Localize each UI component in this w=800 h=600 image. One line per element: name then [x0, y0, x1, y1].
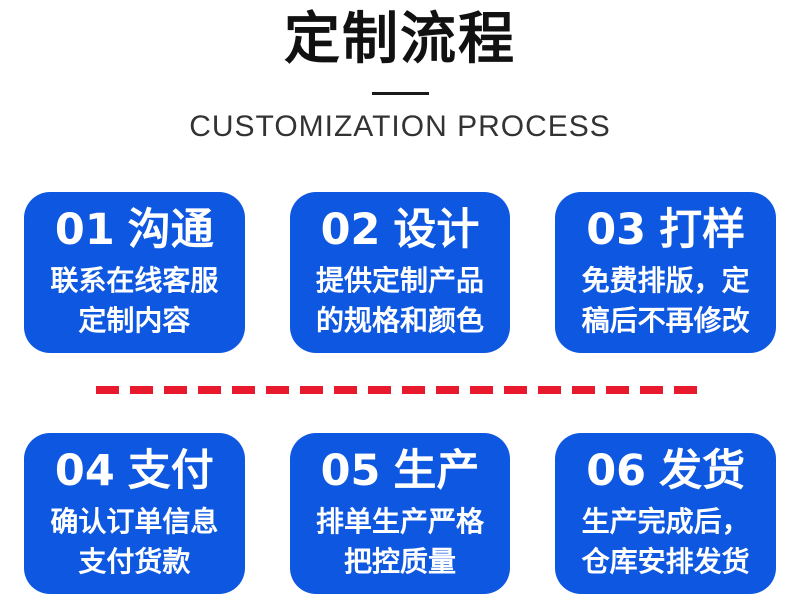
step-description-line: 排单生产严格 — [316, 505, 485, 538]
step-name: 支付 — [127, 446, 214, 496]
step-description-line: 联系在线客服 — [50, 264, 219, 297]
step-number: 02 — [320, 205, 381, 255]
step-heading: 03 打样 — [586, 204, 745, 256]
step-heading: 05 生产 — [321, 445, 480, 497]
step-name: 生产 — [393, 446, 480, 496]
step-card-03-proofing: 03 打样 免费排版，定 稿后不再修改 — [555, 192, 777, 353]
step-description-line: 定制内容 — [78, 304, 191, 337]
step-card-01-communication: 01 沟通 联系在线客服 定制内容 — [24, 192, 245, 353]
step-number: 01 — [54, 205, 115, 255]
step-description-line: 支付货款 — [78, 545, 191, 578]
title-divider — [371, 92, 429, 95]
step-description-line: 生产完成后， — [581, 505, 750, 538]
step-description-line: 稿后不再修改 — [581, 304, 750, 337]
step-card-02-design: 02 设计 提供定制产品 的规格和颜色 — [289, 192, 511, 353]
step-heading: 06 发货 — [586, 445, 745, 497]
page-subtitle: CUSTOMIZATION PROCESS — [189, 110, 611, 143]
step-number: 04 — [54, 446, 115, 496]
step-card-06-shipping: 06 发货 生产完成后， 仓库安排发货 — [555, 433, 777, 594]
step-card-04-payment: 04 支付 确认订单信息 支付货款 — [24, 433, 245, 594]
dashed-separator — [96, 386, 704, 394]
step-number: 03 — [586, 205, 647, 255]
step-number: 05 — [320, 446, 381, 496]
step-description-line: 把控质量 — [344, 545, 457, 578]
step-name: 沟通 — [127, 205, 214, 255]
page-title: 定制流程 — [284, 7, 516, 72]
step-number: 06 — [586, 446, 647, 496]
step-name: 设计 — [393, 205, 480, 255]
steps-row-1: 01 沟通 联系在线客服 定制内容 02 设计 提供定制产品 的规格和颜色 03… — [0, 192, 800, 353]
step-name: 打样 — [659, 205, 746, 255]
steps-row-2: 04 支付 确认订单信息 支付货款 05 生产 排单生产严格 把控质量 06 发… — [0, 433, 800, 594]
step-description-line: 的规格和颜色 — [316, 304, 485, 337]
step-heading: 01 沟通 — [55, 204, 214, 256]
step-description-line: 免费排版，定 — [581, 264, 750, 297]
step-name: 发货 — [659, 446, 746, 496]
step-heading: 02 设计 — [321, 204, 480, 256]
step-heading: 04 支付 — [55, 445, 214, 497]
step-card-05-production: 05 生产 排单生产严格 把控质量 — [289, 433, 511, 594]
step-description-line: 仓库安排发货 — [581, 545, 750, 578]
step-description-line: 确认订单信息 — [50, 505, 219, 538]
header: 定制流程 CUSTOMIZATION PROCESS — [0, 0, 800, 142]
step-description-line: 提供定制产品 — [316, 264, 485, 297]
